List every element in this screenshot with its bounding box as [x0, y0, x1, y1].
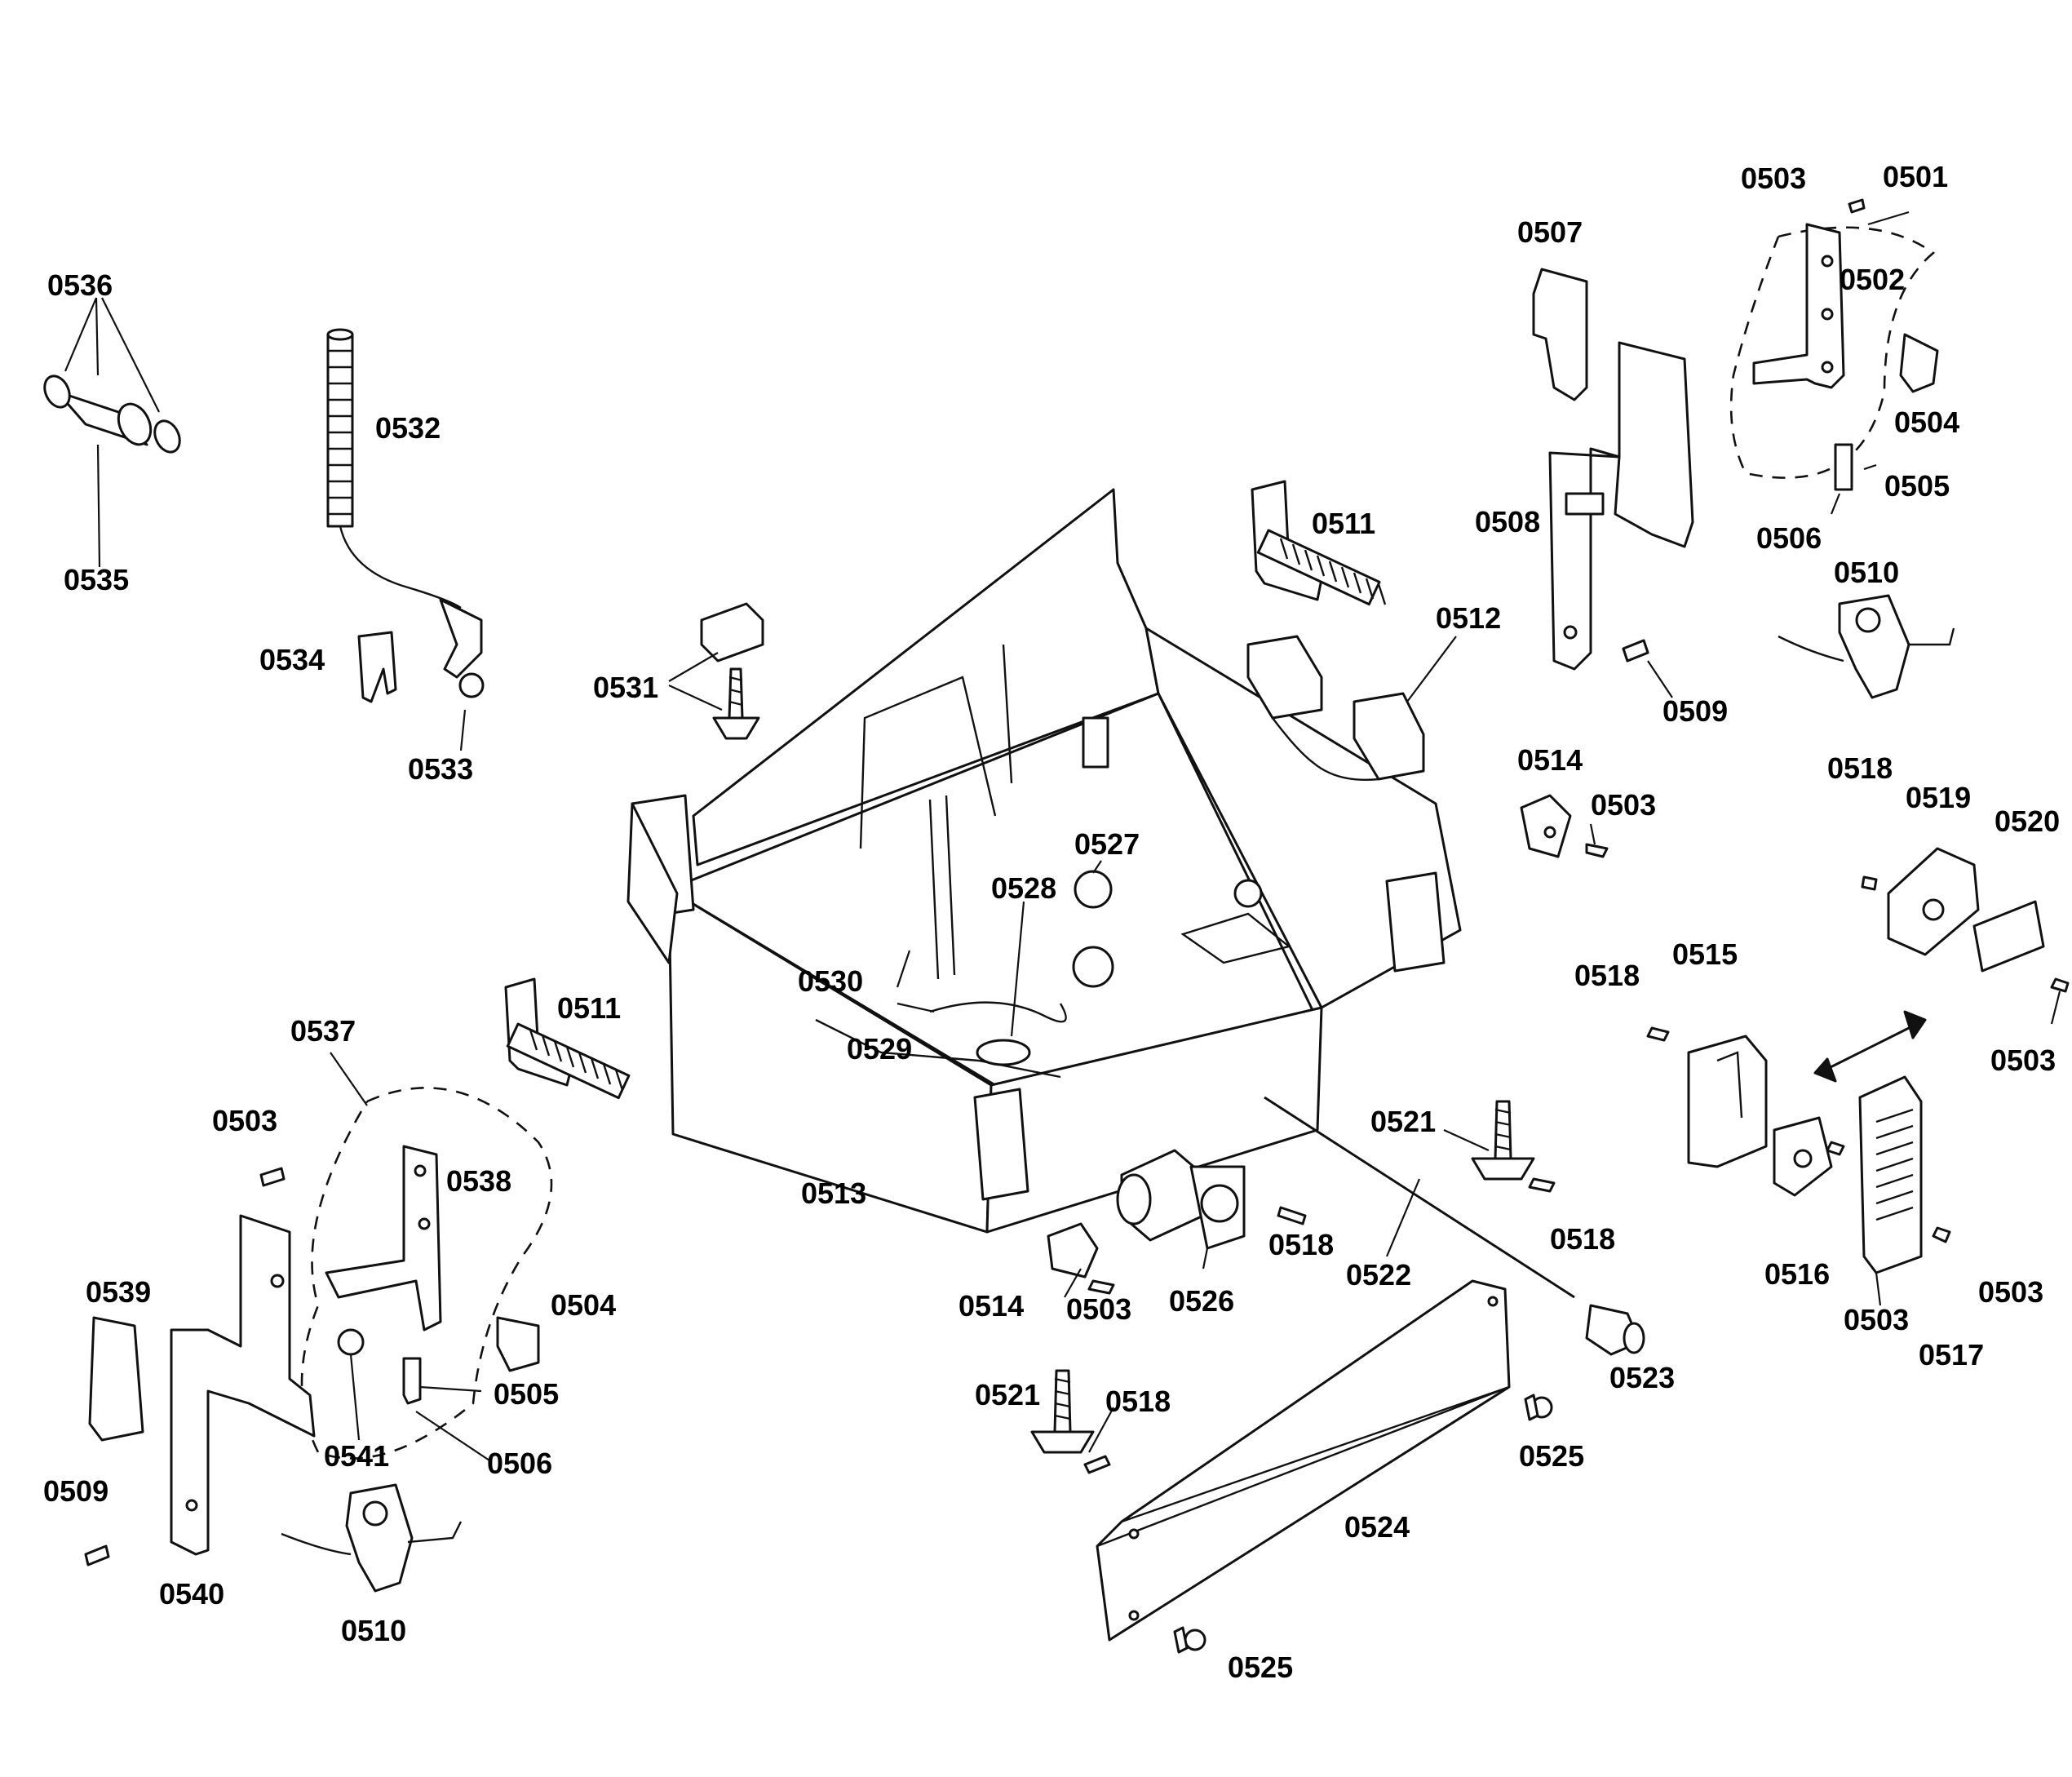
label-0503: 0503: [1978, 1275, 2043, 1309]
panel-screw-lower: [1173, 1626, 1206, 1654]
switch-bracket: [1773, 1116, 1833, 1197]
label-0503: 0503: [1066, 1292, 1131, 1326]
rod-knob: [1585, 1304, 1645, 1356]
label-0514: 0514: [959, 1289, 1024, 1323]
wiring-connectors: [1246, 635, 1425, 781]
label-0527: 0527: [1074, 827, 1140, 861]
label-0518: 0518: [1550, 1222, 1615, 1256]
label-0523: 0523: [1609, 1361, 1675, 1394]
label-0510: 0510: [1834, 556, 1899, 589]
label-0518: 0518: [1268, 1228, 1334, 1261]
switch-box: [1887, 847, 1980, 956]
label-0520: 0520: [1995, 804, 2060, 838]
label-0528: 0528: [991, 871, 1056, 905]
double-arrow: [1813, 1010, 1927, 1083]
label-0529: 0529: [847, 1032, 912, 1066]
label-0504: 0504: [551, 1288, 616, 1322]
label-0503: 0503: [1844, 1303, 1909, 1336]
label-0509: 0509: [43, 1474, 108, 1508]
hinge-spring-lower: [504, 977, 631, 1100]
label-0502: 0502: [1840, 263, 1905, 296]
upper-bracket: [1548, 341, 1694, 671]
base-tub: [626, 488, 1462, 1234]
label-0505: 0505: [494, 1377, 559, 1411]
label-0538: 0538: [446, 1164, 511, 1198]
latch-catch: [496, 1316, 540, 1372]
label-0522: 0522: [1346, 1258, 1411, 1292]
front-bracket: [1687, 1035, 1768, 1168]
label-0503: 0503: [1741, 162, 1806, 195]
panel-screw: [1524, 1394, 1553, 1421]
hinge-spring-upper: [1251, 480, 1387, 606]
label-0518: 0518: [1827, 751, 1893, 785]
label-0513: 0513: [801, 1177, 866, 1210]
label-0504: 0504: [1894, 405, 1959, 439]
leveling-block: [700, 602, 764, 740]
label-0537: 0537: [290, 1014, 356, 1048]
label-0505: 0505: [1884, 469, 1950, 503]
connecting-rod: [1264, 1096, 1575, 1299]
label-0503: 0503: [212, 1104, 277, 1137]
label-0519: 0519: [1906, 781, 1971, 814]
label-0531: 0531: [593, 671, 658, 704]
label-0536: 0536: [47, 268, 113, 302]
label-0506: 0506: [1756, 521, 1822, 555]
label-0535: 0535: [64, 563, 129, 596]
label-0510: 0510: [341, 1614, 406, 1647]
lower-bracket: [170, 1214, 316, 1556]
latch-plate: [1752, 223, 1845, 389]
label-0534: 0534: [259, 643, 325, 676]
upper-cover: [1532, 268, 1588, 401]
label-0521: 0521: [1370, 1105, 1436, 1138]
label-0501: 0501: [1883, 160, 1948, 193]
label-0541: 0541: [324, 1439, 389, 1473]
kick-panel: [1096, 1279, 1511, 1642]
label-0521: 0521: [975, 1378, 1040, 1411]
label-0516: 0516: [1764, 1257, 1830, 1291]
label-0525: 0525: [1519, 1439, 1584, 1473]
hose-tube: [43, 374, 181, 454]
label-0525: 0525: [1228, 1651, 1293, 1684]
label-0512: 0512: [1436, 601, 1501, 635]
latch-plate-lower: [325, 1145, 442, 1332]
front-cover-panel: [1858, 1075, 1923, 1274]
hose-clip: [357, 631, 397, 703]
label-0508: 0508: [1475, 505, 1540, 538]
leveling-foot-upper: [1471, 1100, 1535, 1181]
label-0509: 0509: [1662, 694, 1728, 728]
hook-clip: [402, 1357, 422, 1405]
cover-plate-small: [1972, 900, 2045, 973]
label-0530: 0530: [798, 964, 863, 998]
label-0514: 0514: [1517, 743, 1583, 777]
door-switch-upper: [1778, 594, 1955, 699]
leveling-foot-lower: [1030, 1369, 1095, 1454]
detent-ball: [337, 1328, 365, 1441]
label-0540: 0540: [159, 1577, 224, 1611]
label-0507: 0507: [1517, 215, 1583, 249]
label-0506: 0506: [487, 1447, 552, 1480]
label-0511: 0511: [557, 991, 621, 1025]
label-0539: 0539: [86, 1275, 151, 1309]
corrugated-hose: [326, 328, 485, 698]
label-0518: 0518: [1105, 1385, 1171, 1418]
label-0533: 0533: [408, 752, 473, 786]
part-labels: 0503 0501 0507 0502 0504 0505 0506 0510 …: [43, 160, 2060, 1684]
door-switch-lower: [281, 1483, 463, 1593]
label-0503: 0503: [1591, 788, 1656, 822]
mounting-tab-lower: [1047, 1222, 1099, 1278]
label-0511: 0511: [1312, 507, 1375, 540]
label-0526: 0526: [1169, 1284, 1234, 1318]
label-0503: 0503: [1990, 1044, 2056, 1077]
label-0517: 0517: [1919, 1338, 1984, 1372]
lower-cover: [88, 1316, 144, 1442]
label-0515: 0515: [1672, 937, 1738, 971]
label-0524: 0524: [1344, 1510, 1410, 1544]
label-0518: 0518: [1574, 959, 1640, 992]
label-0532: 0532: [375, 411, 441, 445]
mounting-tab-upper: [1520, 794, 1572, 858]
inlet-valve: [1116, 1149, 1246, 1250]
